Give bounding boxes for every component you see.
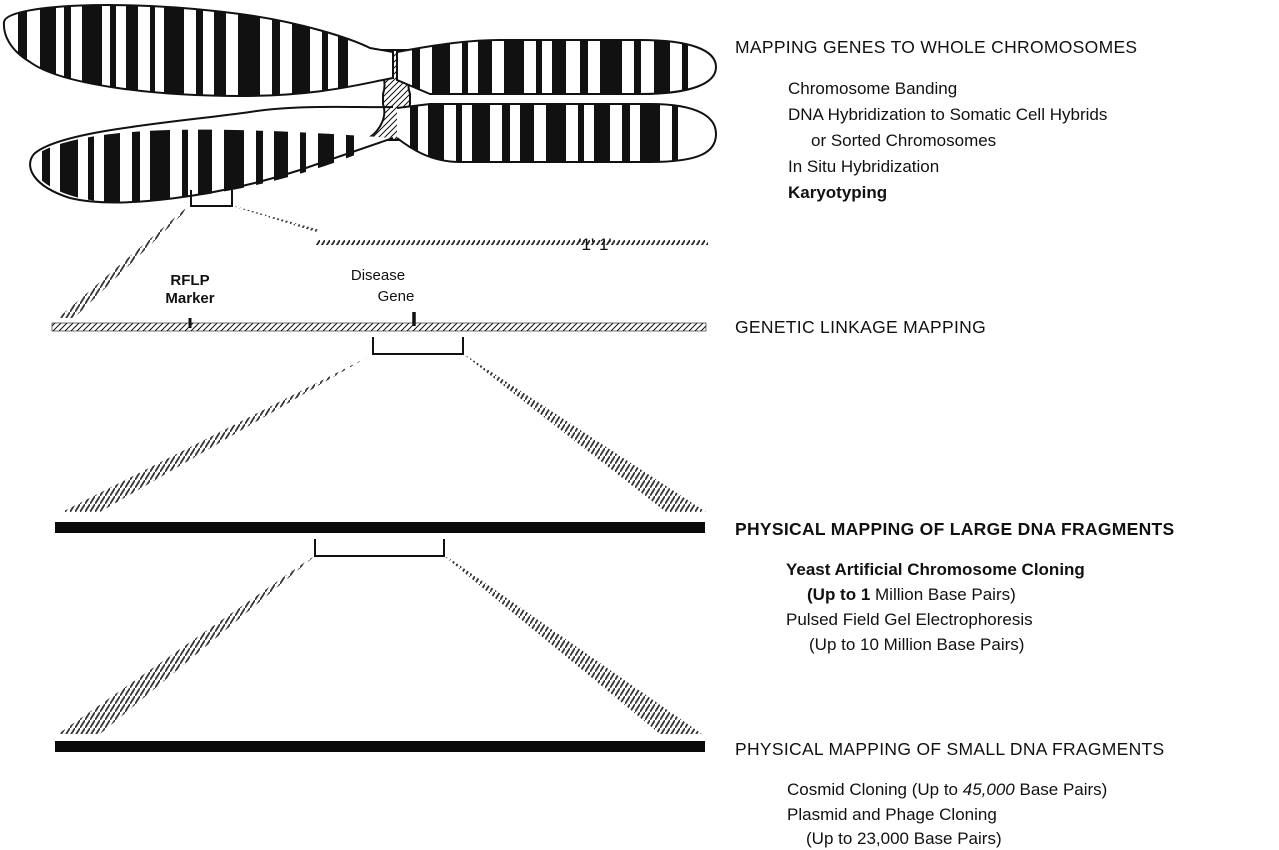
item-plasmid-phage: Plasmid and Phage Cloning — [787, 805, 997, 824]
item-plasmid-range: (Up to 23,000 Base Pairs) — [806, 829, 1002, 848]
item-cosmid-cloning: Cosmid Cloning (Up to 45,000 Base Pairs) — [787, 780, 1107, 800]
large-fragment-bracket — [314, 539, 445, 557]
heading-whole-chromosomes: MAPPING GENES TO WHOLE CHROMOSOMES — [735, 37, 1138, 57]
stray-mark-text: '1' 1' — [578, 235, 612, 254]
item-pfge-range: (Up to 10 Million Base Pairs) — [809, 635, 1025, 654]
item-cosmid-b: 45,000 — [962, 780, 1015, 799]
heading-small-fragments: PHYSICAL MAPPING OF SMALL DNA FRAGMENTS — [735, 739, 1165, 759]
rflp-label-line1: RFLP — [170, 272, 210, 289]
zoom-funnel-right-2 — [463, 354, 706, 512]
zoom-funnel-left-1 — [58, 206, 191, 318]
item-chromosome-banding: Chromosome Banding — [788, 79, 958, 98]
item-yac-range-bold: (Up to 1 — [807, 585, 871, 604]
zoom-funnel-left-2 — [62, 354, 373, 512]
zoom-funnel-right-1 — [232, 206, 320, 232]
small-fragment-bar — [55, 741, 705, 752]
chromosome-arm-top-right — [397, 40, 716, 94]
item-pfge: Pulsed Field Gel Electrophoresis — [786, 610, 1033, 629]
linkage-region-bracket — [372, 337, 464, 355]
chromosome — [2, 4, 718, 204]
item-yac-cloning: Yeast Artificial Chromosome Cloning — [786, 560, 1085, 579]
item-karyotyping: Karyotyping — [788, 183, 888, 202]
item-yac-range: (Up to 1 Million Base Pairs) — [807, 585, 1016, 605]
large-fragment-bar — [55, 522, 705, 533]
item-sorted-chromosomes: or Sorted Chromosomes — [811, 131, 997, 150]
disease-label-line1: Disease — [350, 267, 406, 284]
item-in-situ-hybridization: In Situ Hybridization — [788, 157, 940, 176]
item-cosmid-a: Cosmid Cloning (Up to — [787, 780, 959, 799]
item-yac-range-rest: Million Base Pairs) — [875, 585, 1016, 604]
chromosome-region-bracket — [190, 190, 233, 207]
zoom-funnel-left-3 — [58, 556, 315, 734]
chromosome-arm-bottom-right — [397, 104, 716, 162]
zoom-funnel-right-3 — [444, 556, 702, 734]
item-dna-hybridization: DNA Hybridization to Somatic Cell Hybrid… — [788, 105, 1108, 124]
heading-large-fragments: PHYSICAL MAPPING OF LARGE DNA FRAGMENTS — [735, 519, 1175, 539]
rflp-label-line2: Marker — [165, 290, 215, 307]
item-cosmid-c: Base Pairs) — [1019, 780, 1108, 799]
chromosome-arm-top-left — [3, 5, 393, 97]
dotted-fragment-line — [316, 240, 708, 245]
linkage-map-line — [51, 322, 707, 332]
disease-label-line2: Gene — [377, 288, 415, 305]
heading-genetic-linkage: GENETIC LINKAGE MAPPING — [735, 317, 986, 337]
